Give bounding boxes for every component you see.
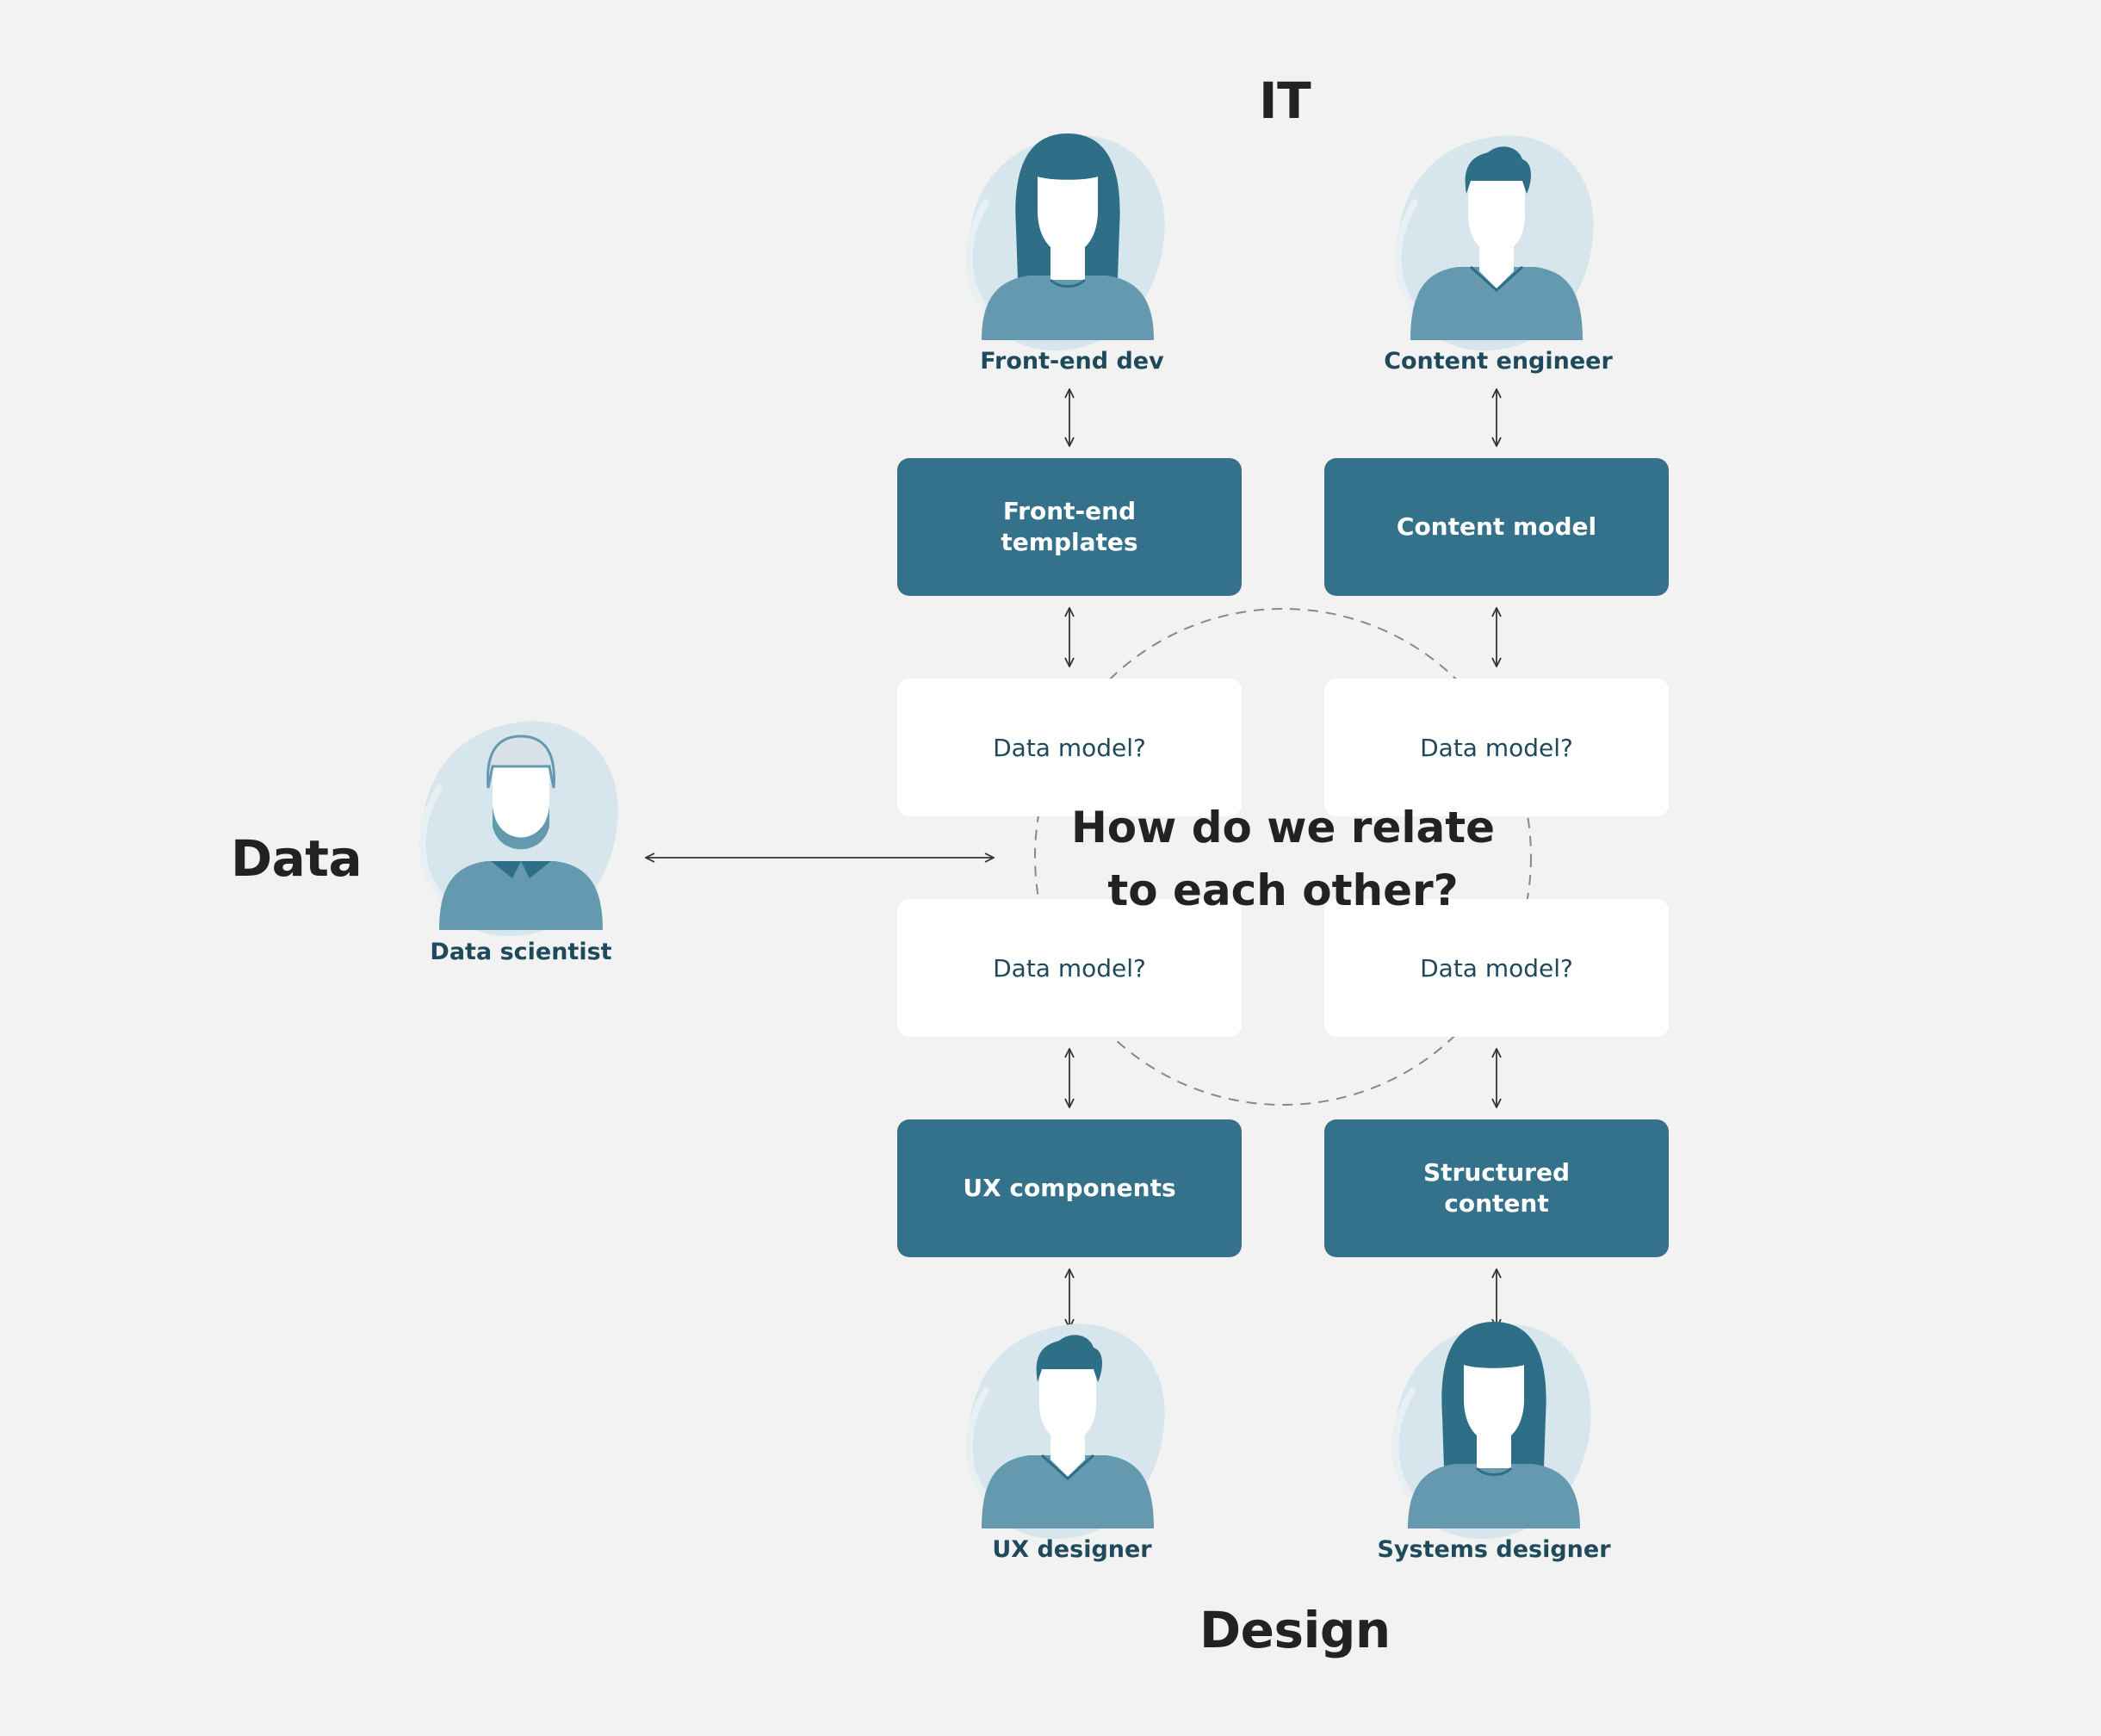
group-label-it: IT	[1259, 71, 1311, 130]
center-question: How do we relate to each other?	[1070, 803, 1496, 915]
persona-label-data-scientist: Data scientist	[430, 939, 612, 965]
box-structured-content-label: Structured content	[1422, 1157, 1571, 1218]
box-frontend-templates: Front-end templates	[897, 458, 1242, 596]
box-ux-components: UX components	[897, 1119, 1242, 1257]
persona-label-frontend-dev: Front-end dev	[980, 348, 1164, 375]
content-engineer-avatar	[1398, 135, 1594, 350]
box-content-model: Content model	[1324, 458, 1669, 596]
systems-designer-avatar	[1395, 1322, 1591, 1539]
relation-circle	[1034, 608, 1532, 1106]
box-data-model-bottom-left: Data model?	[897, 899, 1242, 1037]
box-frontend-templates-label: Front-end templates	[1001, 496, 1138, 556]
persona-label-content-engineer: Content engineer	[1384, 348, 1613, 375]
box-data-model-bottom-right-label: Data model?	[1420, 953, 1573, 983]
persona-label-systems-designer: Systems designer	[1377, 1536, 1611, 1563]
frontend-dev-avatar	[969, 133, 1165, 350]
box-data-model-top-left: Data model?	[897, 679, 1242, 816]
persona-label-ux-designer: UX designer	[992, 1536, 1152, 1563]
box-data-model-bottom-left-label: Data model?	[993, 953, 1146, 983]
box-data-model-top-right: Data model?	[1324, 679, 1669, 816]
box-data-model-top-right-label: Data model?	[1420, 733, 1573, 762]
box-data-model-top-left-label: Data model?	[993, 733, 1146, 762]
group-label-data: Data	[231, 829, 363, 888]
box-ux-components-label: UX components	[963, 1173, 1176, 1202]
box-content-model-label: Content model	[1396, 512, 1597, 541]
data-scientist-avatar	[422, 721, 618, 936]
ux-designer-avatar	[969, 1324, 1165, 1539]
box-structured-content: Structured content	[1324, 1119, 1669, 1257]
group-label-design: Design	[1199, 1601, 1391, 1659]
box-data-model-bottom-right: Data model?	[1324, 899, 1669, 1037]
